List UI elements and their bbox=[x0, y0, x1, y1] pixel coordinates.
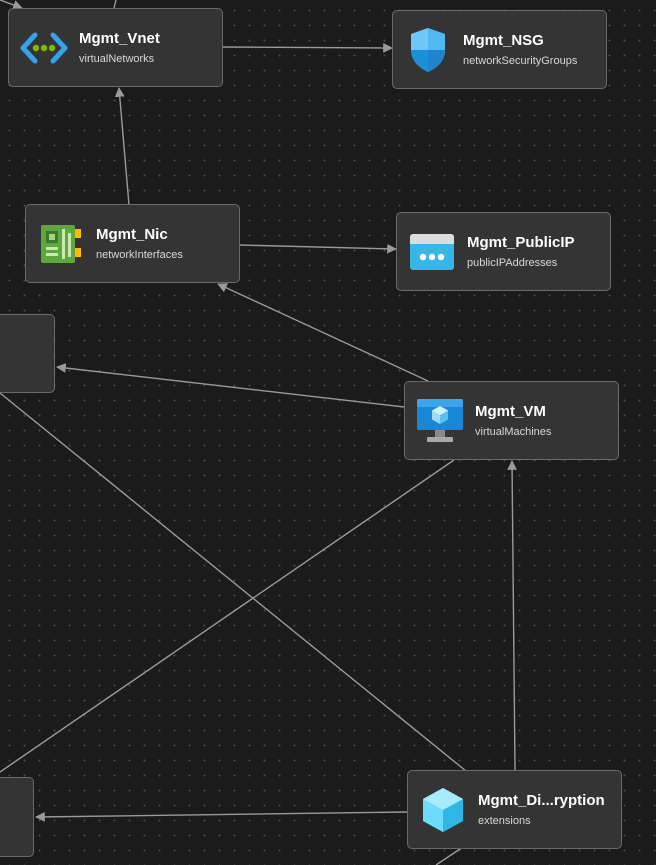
node-nsg[interactable]: Mgmt_NSG networkSecurityGroups bbox=[392, 10, 607, 89]
node-type: extensions bbox=[478, 815, 531, 827]
edge-extension-to-offscreen-left bbox=[0, 392, 467, 772]
node-type: virtualNetworks bbox=[79, 53, 155, 65]
edge-nic-to-vnet bbox=[114, 87, 130, 206]
shield-icon bbox=[402, 24, 454, 76]
node-extension[interactable]: Mgmt_Di...ryption extensions bbox=[407, 770, 622, 849]
node-title: Mgmt_Nic bbox=[96, 226, 168, 243]
edge-nic-to-publicip bbox=[238, 243, 397, 254]
virtual-machine-icon bbox=[414, 395, 466, 447]
node-vnet[interactable]: Mgmt_Vnet virtualNetworks bbox=[8, 8, 223, 87]
virtual-network-icon bbox=[18, 22, 70, 74]
edge-extension-to-vm bbox=[507, 460, 517, 771]
node-title: Mgmt_PublicIP bbox=[467, 234, 575, 251]
edge-extension-to-offscreen-bottom bbox=[435, 846, 464, 865]
node-type: networkSecurityGroups bbox=[463, 55, 578, 67]
node-title: Mgmt_Di...ryption bbox=[478, 792, 605, 809]
offscreen-node-bottom-left[interactable] bbox=[0, 777, 34, 857]
edge-extension-to-bottom-left-node bbox=[35, 811, 409, 822]
edge-offscreen-top-a bbox=[0, 0, 23, 10]
edge-vnet-to-nsg bbox=[221, 43, 393, 53]
node-vm[interactable]: Mgmt_VM virtualMachines bbox=[404, 381, 619, 460]
network-interface-icon bbox=[35, 218, 87, 270]
offscreen-node-left[interactable] bbox=[0, 314, 55, 393]
extension-cube-icon bbox=[417, 784, 469, 836]
node-title: Mgmt_NSG bbox=[463, 32, 544, 49]
edge-vm-to-nic bbox=[217, 283, 429, 382]
edge-offscreen-top-b bbox=[113, 0, 117, 9]
public-ip-icon bbox=[406, 226, 458, 278]
edge-vm-to-left-node bbox=[56, 363, 405, 408]
node-nic[interactable]: Mgmt_Nic networkInterfaces bbox=[25, 204, 240, 283]
node-title: Mgmt_VM bbox=[475, 403, 546, 420]
node-type: networkInterfaces bbox=[96, 249, 183, 261]
node-publicip[interactable]: Mgmt_PublicIP publicIPAddresses bbox=[396, 212, 611, 291]
edge-vm-to-offscreen-left bbox=[0, 459, 455, 773]
node-type: publicIPAddresses bbox=[467, 257, 558, 269]
node-type: virtualMachines bbox=[475, 426, 552, 438]
node-title: Mgmt_Vnet bbox=[79, 30, 160, 47]
